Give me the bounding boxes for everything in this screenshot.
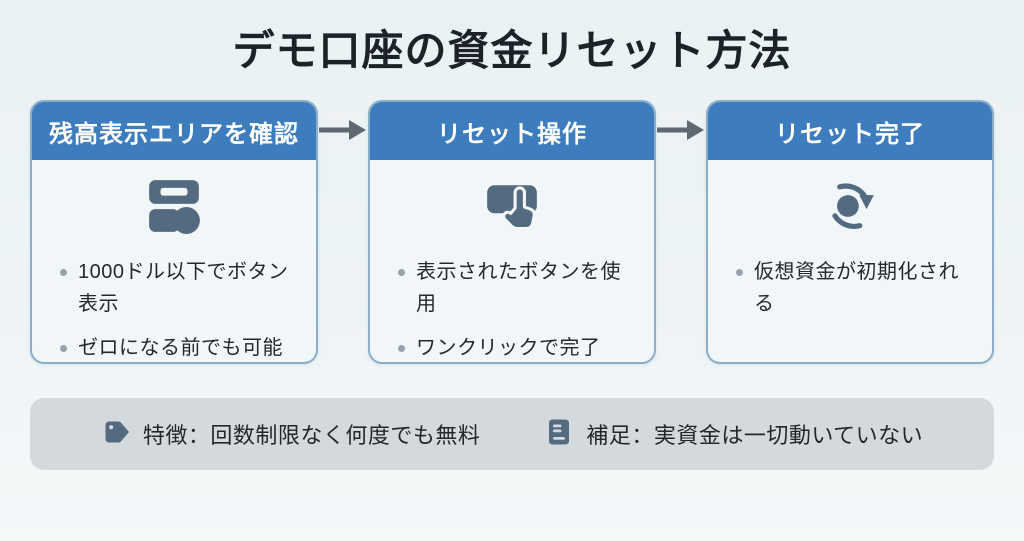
bullet-item: 1000ドル以下でボタン表示 [58, 256, 290, 320]
tag-icon [101, 417, 131, 452]
bullet-list: 表示されたボタンを使用 ワンクリックで完了 [396, 256, 628, 362]
bullet-item: ワンクリックで完了 [396, 332, 628, 362]
reset-sync-icon [821, 177, 879, 240]
step-header: リセット完了 [708, 102, 992, 161]
bullet-dot-icon [58, 256, 78, 288]
bullet-text: ゼロになる前でも可能 [78, 337, 283, 360]
footer-bar: 特徴：回数制限なく何度でも無料 補足：実資金は一切動いていない [30, 398, 994, 471]
bullet-dot-icon [396, 256, 416, 288]
bullet-text: 表示されたボタンを使用 [416, 261, 621, 316]
footer-item-feature: 特徴：回数制限なく何度でも無料 [101, 417, 481, 452]
step-body: 1000ドル以下でボタン表示 ゼロになる前でも可能 [32, 160, 316, 362]
bullet-dot-icon [396, 332, 416, 362]
bullet-item: 仮想資金が初期化される [734, 256, 966, 320]
bullet-item: 表示されたボタンを使用 [396, 256, 628, 320]
right-arrow-icon [318, 118, 368, 147]
flow-arrow [318, 118, 368, 147]
step-card-reset-complete: リセット完了 仮想資金が初期化される [706, 100, 994, 365]
balance-display-icon [145, 177, 203, 240]
step-header: 残高表示エリアを確認 [32, 102, 316, 161]
book-icon [544, 417, 574, 452]
footer-item-note: 補足：実資金は一切動いていない [544, 417, 923, 452]
bullet-list: 仮想資金が初期化される [734, 256, 966, 320]
bullet-dot-icon [734, 256, 754, 288]
bullet-text: ワンクリックで完了 [416, 337, 601, 360]
bullet-list: 1000ドル以下でボタン表示 ゼロになる前でも可能 [58, 256, 290, 362]
step-card-balance-check: 残高表示エリアを確認 1000ドル以下でボタン表示 [30, 100, 318, 365]
bullet-dot-icon [58, 332, 78, 362]
bullet-item: ゼロになる前でも可能 [58, 332, 290, 362]
step-card-reset-operation: リセット操作 表示されたボタンを使用 ワンクリックで完了 [368, 100, 656, 365]
bullet-text: 1000ドル以下でボタン表示 [78, 261, 289, 316]
right-arrow-icon [656, 118, 706, 147]
process-flow: 残高表示エリアを確認 1000ドル以下でボタン表示 [30, 100, 994, 365]
page-title: デモ口座の資金リセット方法 [232, 27, 792, 74]
step-body: 仮想資金が初期化される [708, 160, 992, 320]
flow-arrow [656, 118, 706, 147]
footer-note-text: 補足：実資金は一切動いていない [586, 423, 924, 449]
tap-button-icon [483, 177, 541, 240]
footer-feature-text: 特徴：回数制限なく何度でも無料 [142, 423, 481, 449]
bullet-text: 仮想資金が初期化される [754, 261, 959, 316]
step-header: リセット操作 [370, 102, 654, 161]
step-body: 表示されたボタンを使用 ワンクリックで完了 [370, 160, 654, 362]
